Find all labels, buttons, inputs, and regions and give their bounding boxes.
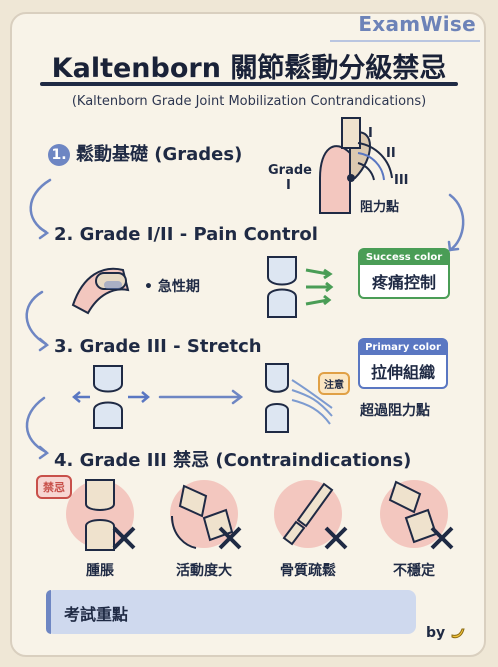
osteoporosis-icon [274, 480, 348, 550]
swelling-icon [66, 479, 136, 551]
arc-ii-label: II [386, 146, 396, 161]
title-underline [40, 82, 458, 86]
caution-badge: 注意 [318, 372, 350, 395]
page-title: Kaltenborn 關節鬆動分級禁忌 [51, 53, 447, 84]
exam-key-points-bar: 考試重點 [46, 590, 416, 634]
section-1-number: 1. [48, 144, 70, 166]
section-1-heading: 1. 鬆動基礎 (Grades) [48, 140, 242, 166]
grade-label: Grade [268, 163, 312, 178]
contraindication-label-swelling: 腫脹 [86, 563, 114, 579]
caution-badge-text: 注意 [324, 380, 344, 391]
stretch-joint-icon [72, 365, 150, 429]
pain-control-tag-text: 疼痛控制 [371, 273, 436, 292]
brand-divider [330, 40, 480, 42]
pain-control-tag-caption: Success color [360, 250, 448, 265]
resistance-point-label: 阻力點 [360, 200, 400, 215]
byline: by [426, 625, 466, 641]
acute-phase-bullet: • 急性期 [144, 279, 200, 295]
grade-i-label: I [286, 178, 291, 193]
arc-i-label: I [368, 126, 373, 141]
stretched-tissue-icon [265, 363, 333, 433]
brand-logo: ExamWise [358, 12, 476, 36]
section-2-heading: 2. Grade I/II - Pain Control [54, 224, 318, 245]
section-3-heading: 3. Grade III - Stretch [54, 336, 262, 357]
knee-joint-icon [267, 256, 334, 318]
contraindication-badge: 禁忌 [36, 475, 72, 499]
exam-key-points-accent [46, 590, 51, 634]
banana-icon [451, 628, 465, 639]
contraindication-label-instability: 不穩定 [393, 563, 435, 579]
arc-iii-label: III [394, 173, 409, 188]
beyond-resistance-note: 超過阻力點 [360, 403, 430, 419]
stretch-tissue-tag: Primary color 拉伸組織 [358, 338, 448, 389]
page-subtitle: (Kaltenborn Grade Joint Mobilization Con… [71, 94, 427, 109]
joint-grades-diagram [319, 117, 393, 214]
hand-joint-icon [71, 267, 130, 315]
stretch-tissue-tag-text: 拉伸組織 [370, 363, 435, 382]
pain-control-tag: Success color 疼痛控制 [358, 248, 450, 299]
section-1-label: 鬆動基礎 (Grades) [76, 144, 243, 165]
section-4-heading: 4. Grade III 禁忌 (Contraindications) [54, 450, 412, 471]
exam-key-points-label: 考試重點 [64, 605, 129, 624]
instability-icon [380, 480, 454, 550]
stretch-tissue-tag-caption: Primary color [360, 340, 446, 355]
byline-text: by [425, 625, 446, 641]
contraindication-label-osteoporosis: 骨質疏鬆 [280, 563, 336, 579]
contraindication-badge-text: 禁忌 [43, 481, 65, 494]
hypermobility-icon [170, 480, 242, 550]
contraindication-label-hypermobility: 活動度大 [176, 563, 232, 579]
